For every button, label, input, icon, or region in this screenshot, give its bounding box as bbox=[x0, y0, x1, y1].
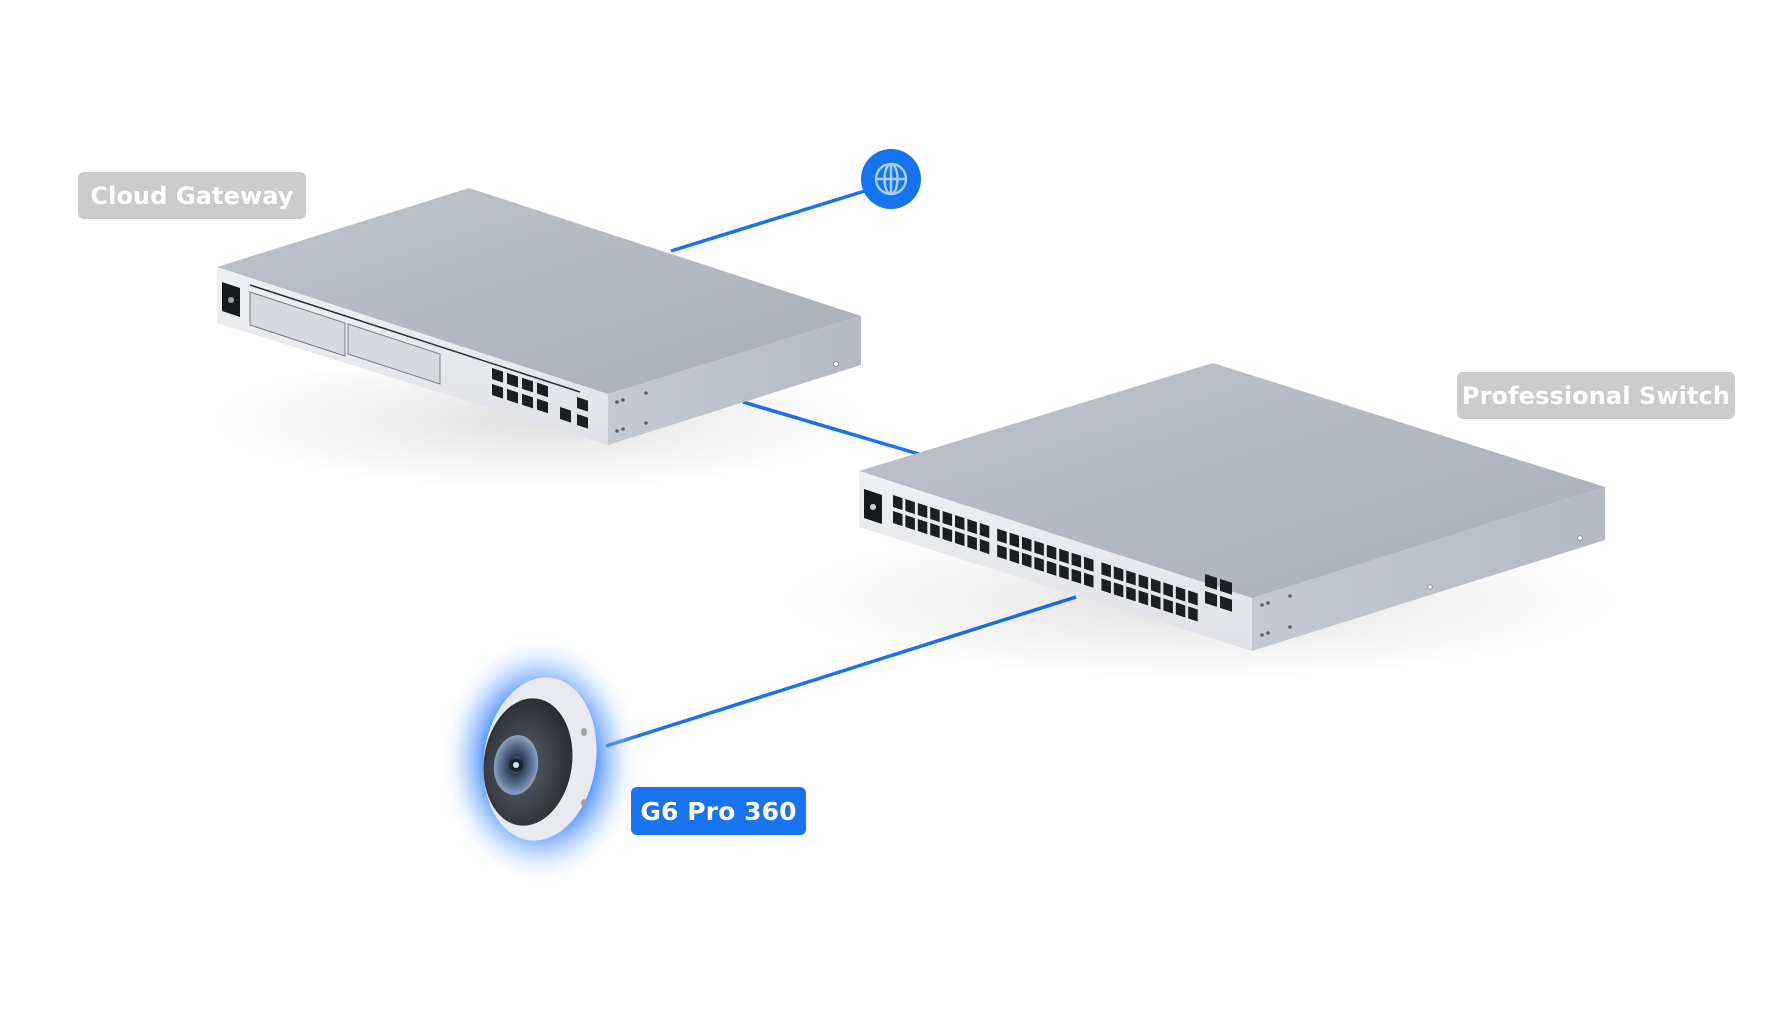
sfp-port-icon bbox=[1205, 591, 1217, 607]
rj45-port-icon bbox=[893, 495, 903, 511]
rj45-port-icon bbox=[979, 523, 990, 539]
rj45-port-icon bbox=[1151, 578, 1161, 594]
rj45-port-icon bbox=[1113, 582, 1124, 598]
rj45-port-icon bbox=[1175, 602, 1186, 618]
cloud-gateway-label[interactable]: Cloud Gateway bbox=[78, 172, 306, 219]
cloud-gateway-device[interactable] bbox=[210, 188, 870, 490]
sfp-port-icon bbox=[1220, 595, 1232, 612]
rj45-port-icon bbox=[507, 372, 518, 388]
sfp-port-icon bbox=[577, 397, 588, 412]
rj45-port-icon bbox=[1113, 566, 1124, 582]
rj45-port-icon bbox=[492, 368, 503, 383]
rj45-port-icon bbox=[1188, 590, 1198, 606]
rj45-port-icon bbox=[955, 515, 965, 531]
rj45-port-icon bbox=[942, 511, 953, 527]
rj45-port-icon bbox=[1046, 544, 1057, 560]
professional-switch-label[interactable]: Professional Switch bbox=[1457, 372, 1735, 419]
camera-screw bbox=[581, 799, 587, 807]
rj45-port-icon bbox=[537, 398, 548, 414]
switch-display-dot-icon bbox=[870, 504, 876, 510]
rj45-port-icon bbox=[1151, 594, 1161, 610]
rj45-port-icon bbox=[1009, 548, 1020, 564]
gateway-side bbox=[608, 316, 861, 445]
rj45-port-icon bbox=[967, 535, 977, 551]
rj45-port-icon bbox=[893, 511, 903, 527]
switch-side bbox=[1252, 487, 1605, 651]
rj45-port-icon bbox=[1071, 568, 1082, 584]
rj45-port-icon bbox=[905, 515, 915, 531]
sfp-port-icon bbox=[1220, 578, 1232, 595]
rj45-port-icon bbox=[955, 531, 965, 547]
rj45-port-icon bbox=[1009, 532, 1020, 548]
gateway-top bbox=[217, 188, 861, 394]
rj45-port-icon bbox=[930, 523, 940, 539]
rj45-port-icon bbox=[537, 382, 548, 398]
rj45-port-icon bbox=[1034, 540, 1044, 556]
rj45-port-icon bbox=[1022, 552, 1032, 568]
rj45-port-icon bbox=[917, 503, 928, 519]
switch-screws bbox=[1260, 535, 1583, 637]
rj45-port-icon bbox=[1188, 606, 1198, 622]
drive-bay-2-icon bbox=[347, 323, 441, 385]
rj45-port-icon bbox=[1084, 556, 1094, 572]
camera-screw bbox=[581, 728, 587, 736]
rj45-port-icon bbox=[1022, 536, 1032, 552]
rj45-port-icon bbox=[979, 539, 990, 555]
gateway-screws bbox=[615, 361, 839, 433]
rj45-port-icon bbox=[1046, 560, 1057, 576]
rj45-port-icon bbox=[1101, 562, 1111, 578]
rj45-port-icon bbox=[1138, 574, 1149, 590]
g6-pro-360-camera[interactable] bbox=[440, 635, 640, 885]
rj45-port-icon bbox=[1138, 590, 1149, 606]
camera-lens-glint bbox=[513, 762, 519, 768]
gateway-button-icon bbox=[228, 297, 234, 303]
rj45-port-icon bbox=[1175, 586, 1186, 602]
rj45-port-icon bbox=[1163, 582, 1173, 598]
drive-bay-1-icon bbox=[249, 291, 346, 357]
rj45-port-icon bbox=[1163, 598, 1173, 614]
rj45-port-icon bbox=[917, 519, 928, 535]
link-gateway-internet bbox=[670, 188, 869, 253]
rj45-port-icon bbox=[1034, 556, 1044, 572]
rj45-port-icon bbox=[507, 388, 518, 404]
sfp-port-icon bbox=[577, 414, 588, 429]
rj45-port-icon bbox=[942, 527, 953, 543]
professional-switch-device[interactable] bbox=[780, 363, 1620, 680]
rj45-port-icon bbox=[1126, 570, 1136, 586]
switch-top bbox=[859, 363, 1605, 598]
rj45-port-icon bbox=[1071, 552, 1082, 568]
rj45-port-icon bbox=[905, 499, 915, 515]
switch-port-group bbox=[893, 495, 1232, 622]
rj45-port-icon bbox=[1101, 578, 1111, 594]
wan-port-icon bbox=[560, 407, 571, 423]
rj45-port-icon bbox=[1059, 548, 1069, 564]
gateway-vent-line bbox=[249, 284, 581, 393]
sfp-port-icon bbox=[1205, 574, 1217, 590]
rj45-port-icon bbox=[1084, 572, 1094, 588]
rj45-port-icon bbox=[930, 507, 940, 523]
rj45-port-icon bbox=[522, 393, 533, 409]
internet-node[interactable] bbox=[861, 149, 921, 209]
rj45-port-icon bbox=[967, 519, 977, 535]
rj45-port-icon bbox=[492, 384, 503, 399]
rj45-port-icon bbox=[997, 544, 1007, 560]
g6-pro-360-label[interactable]: G6 Pro 360 bbox=[631, 787, 806, 835]
globe-icon bbox=[874, 162, 908, 196]
rj45-port-icon bbox=[1059, 564, 1069, 580]
rj45-port-icon bbox=[1126, 586, 1136, 602]
rj45-port-icon bbox=[522, 377, 533, 393]
gateway-port-group bbox=[492, 368, 588, 429]
rj45-port-icon bbox=[997, 528, 1007, 544]
